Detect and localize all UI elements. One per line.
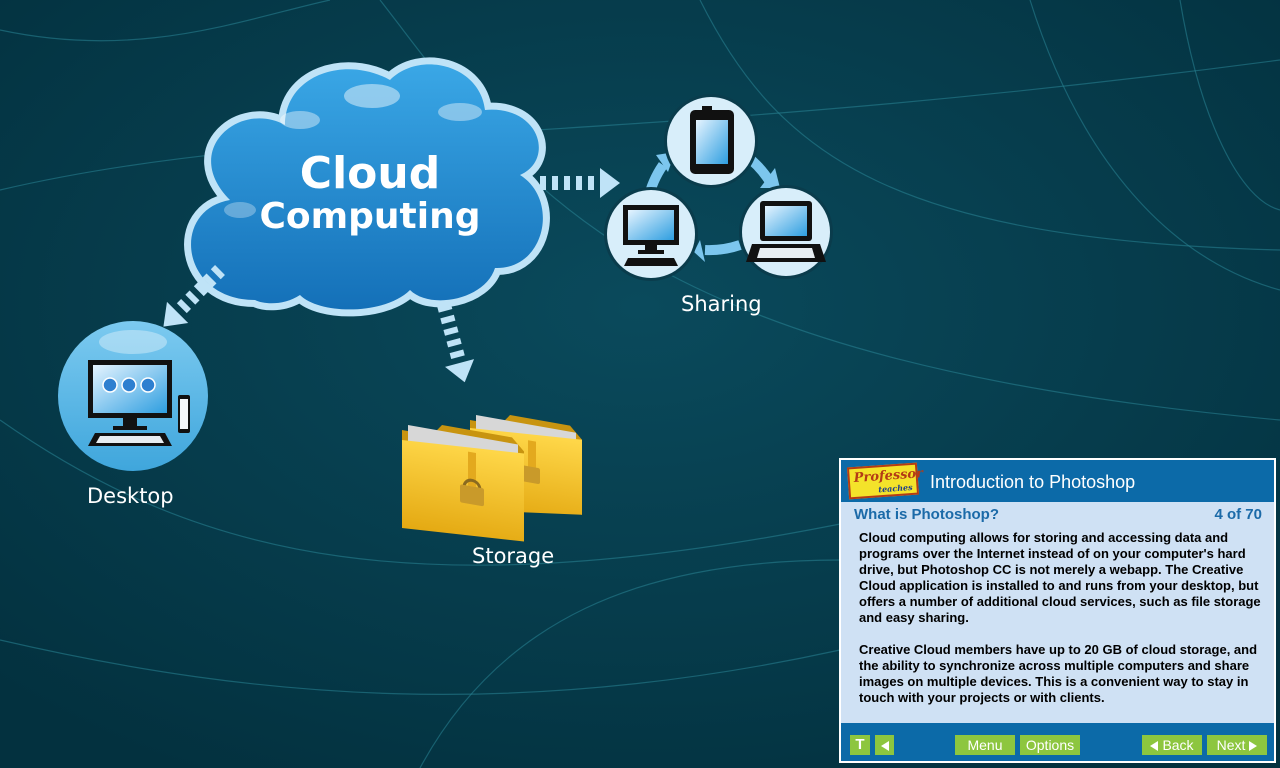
laptop-icon bbox=[746, 201, 826, 262]
cloud-graphic bbox=[184, 57, 550, 317]
options-button[interactable]: Options bbox=[1020, 735, 1080, 755]
professor-teaches-logo: Professor teaches bbox=[846, 462, 923, 500]
lesson-panel: Professor teaches Introduction to Photos… bbox=[839, 458, 1276, 763]
label-sharing: Sharing bbox=[681, 292, 762, 316]
next-arrow-icon bbox=[1249, 741, 1258, 752]
cloud-title-line1: Cloud bbox=[300, 148, 440, 199]
sharing-cycle bbox=[604, 94, 833, 281]
tablet-icon bbox=[690, 106, 734, 174]
arrow-to-sharing bbox=[540, 168, 620, 198]
label-storage: Storage bbox=[472, 544, 555, 568]
next-button[interactable]: Next bbox=[1207, 735, 1267, 755]
course-title: Introduction to Photoshop bbox=[930, 472, 1136, 492]
lesson-paragraph-1: Cloud computing allows for storing and a… bbox=[859, 530, 1261, 625]
lesson-paragraph-2: Creative Cloud members have up to 20 GB … bbox=[859, 642, 1258, 705]
desktop-computer-icon bbox=[88, 360, 190, 446]
lesson-title: What is Photoshop? bbox=[854, 506, 999, 523]
next-button-label: Next bbox=[1216, 737, 1246, 753]
storage-folders-icon bbox=[402, 415, 582, 542]
monitor-icon bbox=[623, 205, 679, 266]
back-button[interactable]: Back bbox=[1142, 735, 1202, 755]
panel-header: Professor teaches Introduction to Photos… bbox=[841, 460, 1274, 502]
triangle-left-icon bbox=[880, 741, 889, 752]
panel-body: What is Photoshop? 4 of 70 Cloud computi… bbox=[841, 502, 1274, 723]
logo-text-sub: teaches bbox=[877, 481, 913, 495]
page-counter: 4 of 70 bbox=[1214, 506, 1262, 523]
back-arrow-icon bbox=[1150, 741, 1159, 752]
arrow-to-storage bbox=[437, 303, 475, 383]
label-desktop: Desktop bbox=[87, 484, 174, 508]
back-button-label: Back bbox=[1162, 737, 1194, 753]
desktop-graphic bbox=[58, 321, 208, 471]
arrow-to-desktop bbox=[163, 265, 225, 327]
audio-back-button[interactable] bbox=[875, 735, 894, 755]
menu-button[interactable]: Menu bbox=[955, 735, 1015, 755]
panel-footer: T Menu Options Back Next bbox=[841, 723, 1274, 761]
cloud-title-line2: Computing bbox=[259, 196, 480, 237]
toggle-text-button[interactable]: T bbox=[850, 735, 870, 755]
